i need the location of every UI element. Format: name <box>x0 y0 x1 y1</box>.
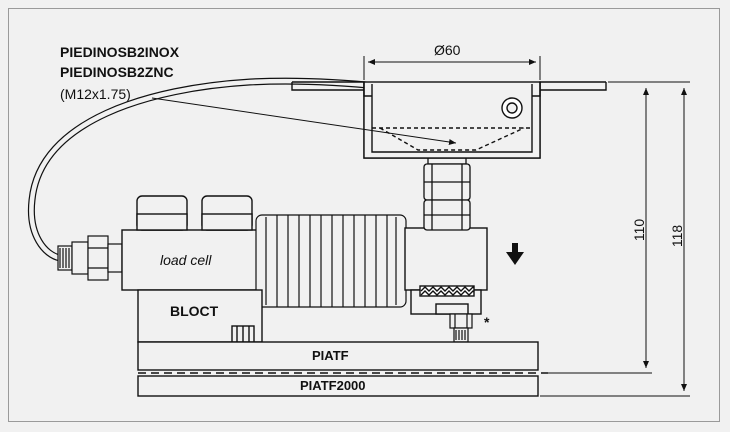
dim-118-label: 118 <box>669 224 686 248</box>
foot-stud <box>423 149 471 231</box>
thread-spec: (M12x1.75) <box>60 86 131 102</box>
part-code-znc: PIEDINOSB2ZNC <box>60 64 174 80</box>
dim-heights <box>540 81 690 397</box>
plate-2000-label: PIATF2000 <box>300 378 366 393</box>
load-cell-body <box>121 195 263 291</box>
bellows <box>255 214 407 308</box>
cable-gland <box>57 235 123 281</box>
plate-label: PIATF <box>312 348 349 363</box>
bottom-screw <box>449 313 473 343</box>
diameter-label: Ø60 <box>434 42 461 58</box>
load-cell-end <box>404 227 488 315</box>
block-label: BLOCT <box>170 303 219 319</box>
load-cell-label: load cell <box>160 252 212 268</box>
asterisk-mark: * <box>484 314 490 330</box>
part-code-inox: PIEDINOSB2INOX <box>60 44 180 60</box>
foot-cup <box>291 81 607 159</box>
leader-line <box>151 97 457 145</box>
base-plates <box>137 341 548 397</box>
dim-diameter <box>363 56 541 80</box>
block-bloct <box>137 289 263 343</box>
down-arrow-icon <box>506 243 524 265</box>
dim-110-label: 110 <box>631 218 648 242</box>
